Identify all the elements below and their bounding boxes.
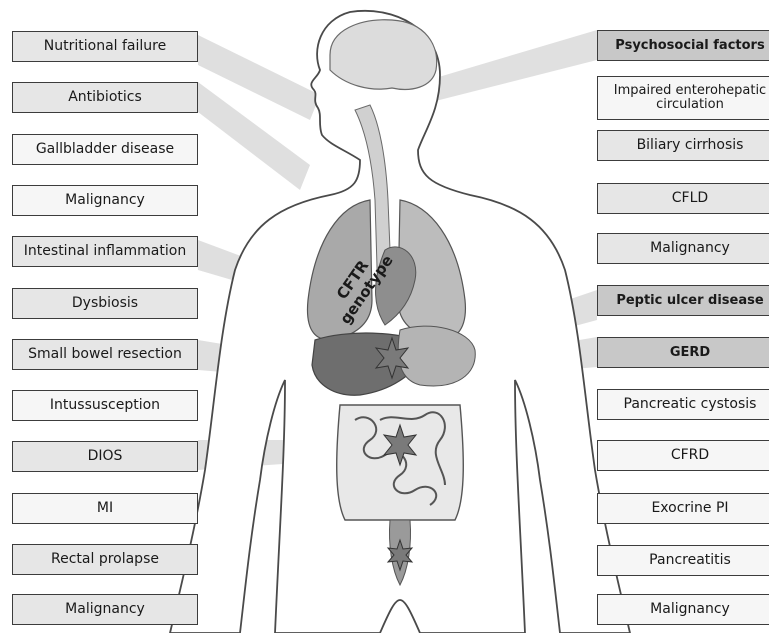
right-label-cfrd: CFRD [597, 440, 769, 471]
right-label-psychosocial-factors: Psychosocial factors [597, 30, 769, 61]
left-label-malignancy-2: Malignancy [12, 594, 198, 625]
right-label-impaired-enterohepatic-circulation: Impaired enterohepatic circulation [597, 76, 769, 120]
right-label-gerd: GERD [597, 337, 769, 368]
left-label-malignancy-1: Malignancy [12, 185, 198, 216]
left-label-mi: MI [12, 493, 198, 524]
right-label-cfld: CFLD [597, 183, 769, 214]
left-label-intussusception: Intussusception [12, 390, 198, 421]
right-label-malignancy-2: Malignancy [597, 594, 769, 625]
right-label-exocrine-pi: Exocrine PI [597, 493, 769, 524]
left-label-nutritional-failure: Nutritional failure [12, 31, 198, 62]
left-label-gallbladder-disease: Gallbladder disease [12, 134, 198, 165]
left-label-small-bowel-resection: Small bowel resection [12, 339, 198, 370]
right-label-malignancy-1: Malignancy [597, 233, 769, 264]
right-label-pancreatitis: Pancreatitis [597, 545, 769, 576]
right-label-biliary-cirrhosis: Biliary cirrhosis [597, 130, 769, 161]
left-label-dysbiosis: Dysbiosis [12, 288, 198, 319]
brain [330, 20, 437, 90]
right-label-pancreatic-cystosis: Pancreatic cystosis [597, 389, 769, 420]
left-label-rectal-prolapse: Rectal prolapse [12, 544, 198, 575]
right-label-peptic-ulcer-disease: Peptic ulcer disease [597, 285, 769, 316]
left-label-dios: DIOS [12, 441, 198, 472]
left-label-intestinal-inflammation: Intestinal inflammation [12, 236, 198, 267]
left-label-antibiotics: Antibiotics [12, 82, 198, 113]
